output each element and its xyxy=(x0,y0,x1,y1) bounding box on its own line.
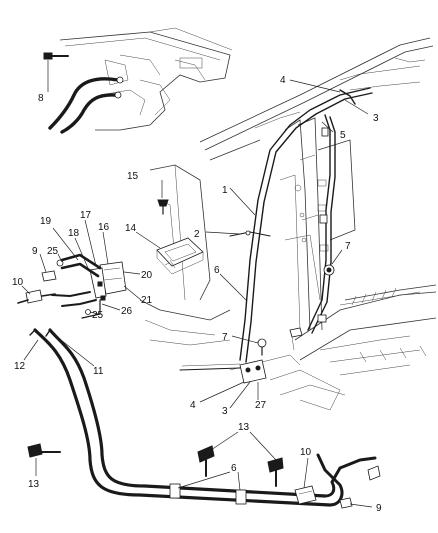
callout-1: 1 xyxy=(222,185,228,196)
callout-numbers: 8 4 3 5 1 15 2 7 14 19 17 18 16 9 25 6 2… xyxy=(12,75,382,514)
module-bracket xyxy=(156,199,204,275)
callout-13: 13 xyxy=(238,422,250,433)
callout-3: 3 xyxy=(373,113,379,124)
callout-7: 7 xyxy=(345,241,351,252)
callout-2: 2 xyxy=(194,229,200,240)
callout-7: 7 xyxy=(222,332,228,343)
callout-21: 21 xyxy=(141,295,153,306)
callout-11: 11 xyxy=(93,366,104,377)
callout-25: 25 xyxy=(92,310,104,321)
callout-12: 12 xyxy=(14,361,26,372)
callout-6: 6 xyxy=(231,463,237,474)
leader-lines xyxy=(21,60,373,508)
callout-26: 26 xyxy=(121,306,133,317)
valve-block-assembly xyxy=(17,253,127,319)
callout-27: 27 xyxy=(255,400,267,411)
main-lines xyxy=(27,328,381,509)
callout-18: 18 xyxy=(68,228,80,239)
callout-8: 8 xyxy=(38,93,44,104)
callout-16: 16 xyxy=(98,222,110,233)
callout-20: 20 xyxy=(141,270,153,281)
callout-6: 6 xyxy=(214,265,220,276)
callout-10: 10 xyxy=(300,447,312,458)
lower-connector xyxy=(179,327,303,384)
vehicle-body-outline xyxy=(139,37,437,411)
callout-4: 4 xyxy=(190,400,196,411)
callout-4: 4 xyxy=(280,75,286,86)
callout-5: 5 xyxy=(340,130,346,141)
callout-14: 14 xyxy=(125,223,137,234)
callout-15: 15 xyxy=(127,171,139,182)
callout-17: 17 xyxy=(80,210,92,221)
callout-10: 10 xyxy=(12,277,24,288)
callout-25: 25 xyxy=(47,246,59,257)
callout-3: 3 xyxy=(222,406,228,417)
callout-19: 19 xyxy=(40,216,52,227)
callout-13: 13 xyxy=(28,479,40,490)
body-harness xyxy=(229,87,373,363)
callout-9: 9 xyxy=(376,503,382,514)
inset-engine-bay xyxy=(43,27,233,134)
callout-9: 9 xyxy=(32,246,38,257)
